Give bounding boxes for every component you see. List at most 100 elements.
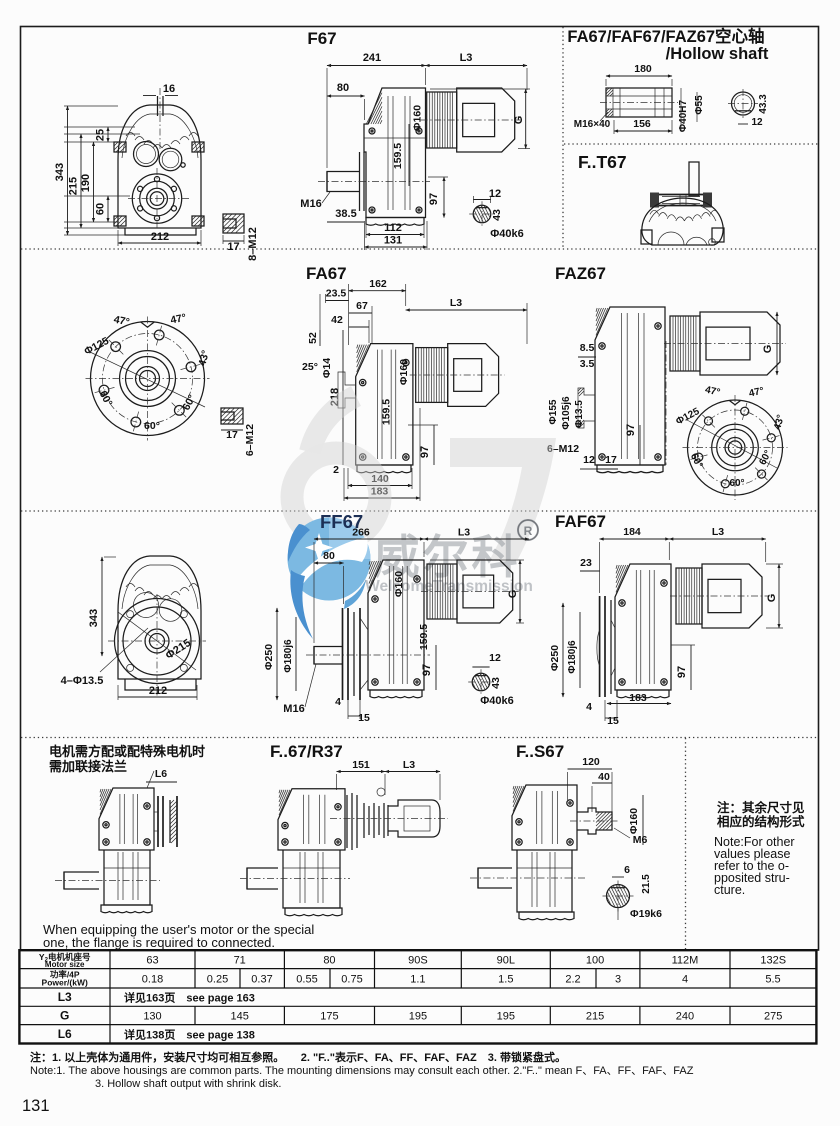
svg-text:Φ160: Φ160 [628, 808, 640, 834]
svg-text:15: 15 [607, 715, 619, 727]
svg-text:one, the flange is required to: one, the flange is required to connected… [43, 935, 275, 950]
svg-text:60°: 60° [729, 478, 744, 489]
svg-text:8.5: 8.5 [580, 342, 595, 354]
svg-text:80: 80 [337, 82, 349, 94]
svg-text:功率/4P: 功率/4P [50, 970, 80, 980]
svg-text:16: 16 [163, 83, 175, 95]
svg-text:FAF67: FAF67 [555, 512, 606, 531]
svg-text:140: 140 [371, 473, 389, 485]
svg-text:151: 151 [352, 759, 370, 771]
svg-text:F..S67: F..S67 [516, 742, 564, 761]
svg-text:FA67: FA67 [306, 264, 347, 283]
svg-text:M16×40: M16×40 [574, 119, 611, 130]
svg-text:190: 190 [80, 174, 92, 192]
svg-text:97: 97 [428, 193, 440, 205]
svg-text:pposited stru-: pposited stru- [714, 871, 790, 885]
svg-text:215: 215 [68, 177, 80, 195]
svg-text:112: 112 [384, 222, 402, 234]
svg-text:80: 80 [323, 550, 335, 562]
svg-text:130: 130 [143, 1011, 161, 1023]
svg-text:47°: 47° [169, 312, 187, 327]
svg-text:17: 17 [227, 241, 239, 253]
svg-text:17: 17 [605, 454, 617, 466]
svg-text:Φ40k6: Φ40k6 [490, 228, 524, 240]
svg-text:52: 52 [307, 332, 319, 344]
svg-text:Φ40k6: Φ40k6 [480, 695, 514, 707]
svg-text:M16: M16 [300, 198, 321, 210]
svg-text:0.37: 0.37 [251, 974, 272, 986]
svg-text:25: 25 [95, 129, 107, 141]
svg-text:43: 43 [491, 209, 503, 221]
svg-text:47°: 47° [748, 386, 765, 400]
svg-text:F..67/R37: F..67/R37 [270, 742, 343, 761]
svg-text:38.5: 38.5 [335, 208, 356, 220]
svg-text:/Hollow shaft: /Hollow shaft [666, 45, 769, 63]
svg-text:212: 212 [149, 685, 167, 697]
svg-text:F67: F67 [307, 29, 336, 48]
svg-text:Φ14: Φ14 [321, 358, 333, 378]
svg-text:Y2电机机座号: Y2电机机座号 [39, 952, 91, 964]
svg-text:G: G [60, 1009, 69, 1023]
svg-text:112M: 112M [672, 955, 699, 967]
svg-text:183: 183 [371, 486, 389, 498]
svg-text:240: 240 [676, 1011, 694, 1023]
svg-text:23.5: 23.5 [326, 288, 347, 300]
svg-text:159.5: 159.5 [381, 399, 393, 425]
svg-text:43.3: 43.3 [758, 94, 769, 114]
svg-text:90L: 90L [497, 955, 515, 967]
svg-text:需加联接法兰: 需加联接法兰 [49, 759, 127, 774]
svg-text:2: 2 [333, 464, 339, 476]
svg-text:0.75: 0.75 [341, 974, 362, 986]
svg-text:G: G [507, 590, 519, 599]
svg-text:2.2: 2.2 [565, 974, 580, 986]
svg-text:L3: L3 [460, 52, 473, 64]
svg-text:343: 343 [54, 163, 66, 181]
svg-text:60: 60 [95, 203, 107, 215]
svg-text:156: 156 [633, 118, 651, 130]
svg-text:L6: L6 [155, 768, 167, 780]
svg-text:212: 212 [151, 231, 169, 243]
svg-text:184: 184 [623, 526, 641, 538]
svg-text:F..T67: F..T67 [578, 152, 627, 172]
svg-text:25°: 25° [302, 361, 318, 373]
svg-text:3.5: 3.5 [580, 358, 595, 370]
svg-text:97: 97 [419, 446, 431, 458]
svg-text:43: 43 [490, 677, 502, 689]
svg-text:183: 183 [629, 692, 647, 704]
svg-text:FA67/FAF67/FAZ67空心轴: FA67/FAF67/FAZ67空心轴 [567, 26, 764, 46]
svg-text:Φ250: Φ250 [263, 644, 275, 670]
svg-text:Φ250: Φ250 [549, 645, 561, 671]
svg-text:详见138页 see page 138: 详见138页 see page 138 [124, 1028, 255, 1042]
svg-text:145: 145 [231, 1011, 249, 1023]
svg-text:8–M12: 8–M12 [247, 227, 259, 261]
svg-text:4–Φ13.5: 4–Φ13.5 [61, 675, 104, 687]
svg-text:R: R [524, 524, 533, 538]
svg-text:100: 100 [586, 955, 604, 967]
svg-text:注：1. 以上壳体为通用件，安装尺寸均可相互参照。 2.: 注：1. 以上壳体为通用件，安装尺寸均可相互参照。 2. "F.."表示F、FA… [30, 1050, 566, 1064]
svg-text:Power/(kW): Power/(kW) [42, 978, 88, 988]
svg-text:4: 4 [586, 701, 592, 713]
svg-text:L3: L3 [458, 527, 470, 539]
svg-text:Φ19k6: Φ19k6 [630, 908, 662, 920]
svg-text:40: 40 [598, 771, 610, 783]
svg-text:电机需方配或配特殊电机时: 电机需方配或配特殊电机时 [49, 744, 205, 759]
svg-text:1.1: 1.1 [410, 974, 425, 986]
svg-text:refer to the o-: refer to the o- [714, 859, 789, 873]
svg-text:Φ40H7: Φ40H7 [678, 100, 689, 133]
svg-text:159.5: 159.5 [392, 143, 404, 169]
svg-text:详见163页 see page 163: 详见163页 see page 163 [124, 991, 255, 1005]
svg-text:5.5: 5.5 [765, 974, 780, 986]
svg-text:6–M12: 6–M12 [244, 424, 256, 456]
svg-text:21.5: 21.5 [641, 874, 652, 894]
svg-text:Φ105j6: Φ105j6 [561, 396, 572, 430]
svg-text:G: G [766, 594, 778, 603]
svg-text:0.25: 0.25 [207, 974, 228, 986]
svg-text:3: 3 [615, 974, 621, 986]
svg-text:FF67: FF67 [320, 511, 363, 532]
svg-text:97: 97 [625, 424, 637, 436]
svg-text:values please: values please [714, 847, 790, 861]
svg-text:15: 15 [358, 712, 370, 724]
svg-text:注：其余尺寸见: 注：其余尺寸见 [717, 800, 805, 815]
svg-text:120: 120 [582, 756, 600, 768]
svg-text:47°: 47° [704, 385, 721, 399]
